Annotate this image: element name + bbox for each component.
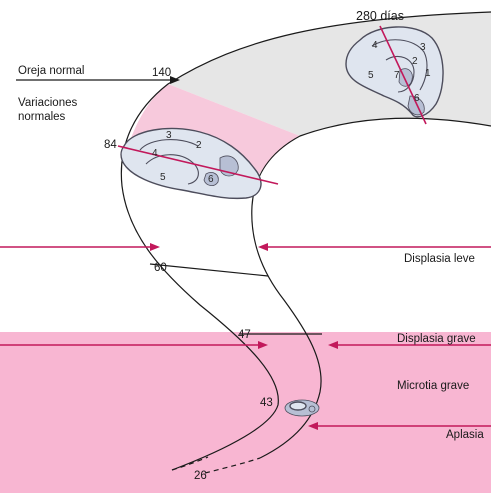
age-43-label: 43 bbox=[260, 397, 273, 409]
severe-dysplasia-label: Displasia grave bbox=[397, 333, 476, 345]
normal-variations-label-line2: normales bbox=[18, 111, 66, 123]
ear-84-part-4: 4 bbox=[152, 148, 158, 159]
age-47-label: 47 bbox=[238, 329, 251, 341]
ear-84-part-3: 3 bbox=[166, 130, 172, 141]
ear-84-part-2: 2 bbox=[196, 140, 202, 151]
ear-84-part-6: 6 bbox=[208, 174, 214, 185]
ear-43-bud-inner bbox=[290, 402, 306, 410]
ear-280-part-2: 2 bbox=[412, 56, 418, 67]
aplasia-label: Aplasia bbox=[446, 429, 484, 441]
age-280-label: 280 días bbox=[356, 9, 404, 23]
ear-280-part-1: 1 bbox=[425, 68, 431, 79]
ear-43-hillock bbox=[309, 406, 315, 412]
age-26-label: 26 bbox=[194, 470, 207, 482]
ear-43-days-illustration bbox=[285, 400, 319, 416]
ear-280-part-3: 3 bbox=[420, 42, 426, 53]
ear-280-part-7: 7 bbox=[394, 70, 400, 81]
ear-280-part-4: 4 bbox=[372, 40, 378, 51]
ear-84-part-5: 5 bbox=[160, 172, 166, 183]
mild-dysplasia-label: Displasia leve bbox=[404, 253, 475, 265]
age-140-label: 140 bbox=[152, 67, 171, 79]
mild-dysplasia-left-arrowhead bbox=[150, 243, 160, 251]
age-84-label: 84 bbox=[104, 139, 117, 151]
severe-microtia-label: Microtia grave bbox=[397, 380, 469, 392]
severe-zone-background bbox=[0, 332, 491, 493]
normal-ear-label: Oreja normal bbox=[18, 65, 84, 77]
mild-dysplasia-right-arrowhead bbox=[258, 243, 268, 251]
ear-280-part-6: 6 bbox=[414, 93, 420, 104]
normal-variations-label-line1: Variaciones bbox=[18, 97, 77, 109]
age-60-label: 60 bbox=[154, 262, 167, 274]
ear-280-part-5: 5 bbox=[368, 70, 374, 81]
